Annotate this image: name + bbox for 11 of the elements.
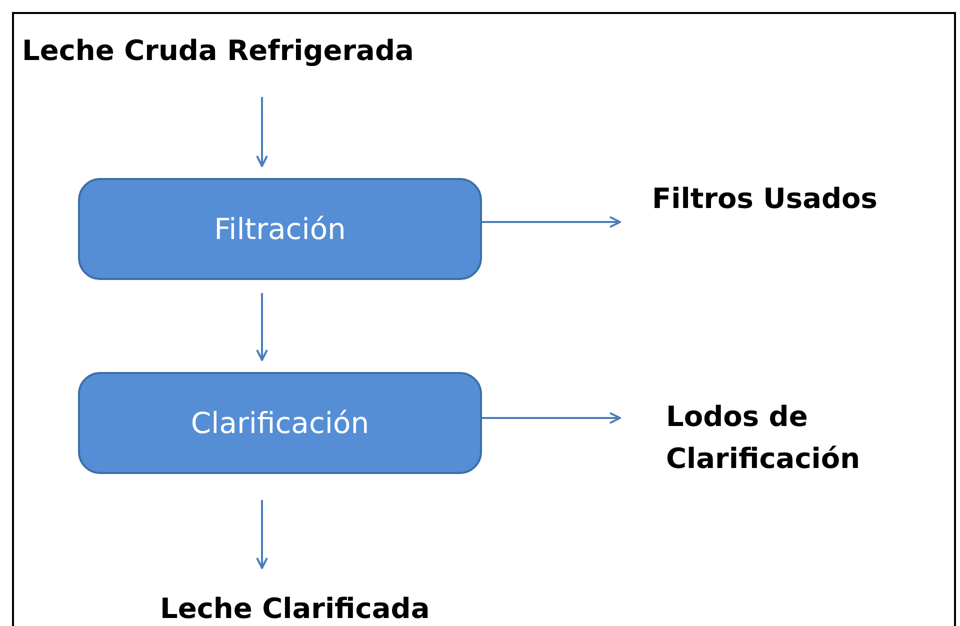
process-box: Clarificación: [78, 372, 482, 474]
stream-label: Filtros Usados: [652, 178, 952, 220]
arrow: [256, 500, 268, 569]
process-box: Filtración: [78, 178, 482, 280]
stream-label: Leche Clarificada: [160, 588, 520, 626]
arrow: [482, 216, 621, 228]
arrow: [256, 293, 268, 361]
stream-label: Leche Cruda Refrigerada: [22, 30, 522, 70]
arrow: [256, 97, 268, 167]
stream-label: Lodos de Clarificación: [666, 396, 946, 480]
arrow: [482, 412, 621, 424]
